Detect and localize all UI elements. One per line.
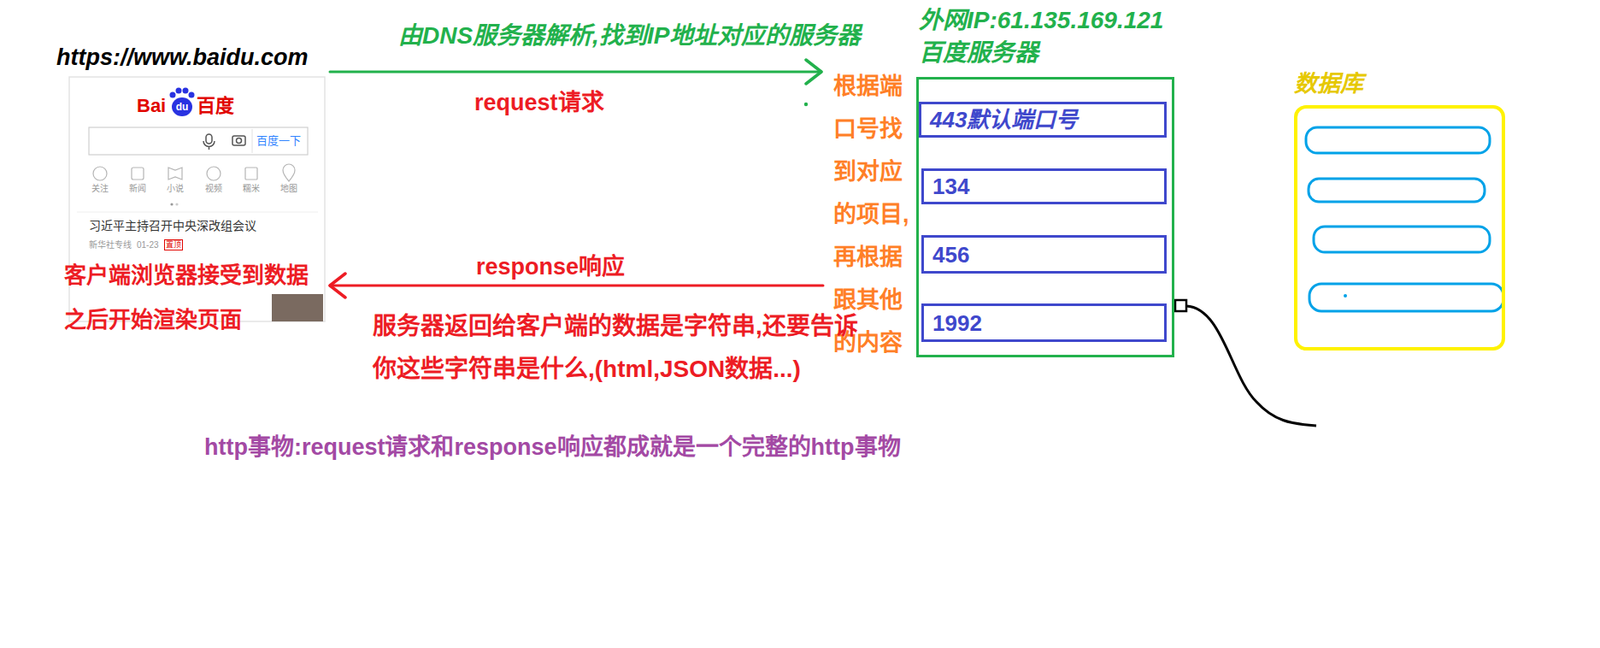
- record-pill: [1313, 226, 1490, 253]
- paw-toe: [176, 88, 183, 95]
- request-arrow: [329, 70, 822, 74]
- mic-body: [205, 134, 212, 144]
- search-button: 百度一下: [256, 133, 301, 149]
- nav-icon: [245, 167, 258, 180]
- nav-label: 小说: [166, 183, 184, 195]
- response-note: 服务器返回给客户端的数据是字符串,还要告诉你这些字符串是什么,(html,JSO…: [372, 305, 871, 391]
- nav-icon: [168, 167, 183, 180]
- port-socket: [1175, 300, 1187, 312]
- logo-text: Bai: [136, 94, 166, 118]
- server-title: 百度服务器: [918, 36, 1039, 70]
- paw-toe: [182, 88, 189, 95]
- record-dot: [1343, 294, 1348, 298]
- response-arrow: [329, 284, 824, 288]
- nav-label: 地图: [280, 183, 298, 195]
- paw-toe: [170, 92, 177, 99]
- server-ip: 外网IP:61.135.169.121: [918, 4, 1164, 37]
- transaction-note: http事物:request请求和response响应都成就是一个完整的http…: [204, 432, 901, 462]
- record-pill: [1309, 283, 1504, 312]
- record-pill: [1308, 178, 1485, 202]
- port-box: 443默认端口号: [918, 101, 1167, 138]
- page-dot: [170, 202, 173, 206]
- client-note: 客户端浏览器接受到数据之后开始渲染页面: [64, 252, 320, 342]
- paw-pad: [171, 97, 193, 117]
- news-separator: [76, 211, 318, 213]
- news-source: 新华社专线: [88, 240, 132, 251]
- paw-toe: [188, 92, 195, 99]
- nav-label: 新闻: [129, 183, 147, 195]
- news-headline: 习近平主持召开中央深改组会议: [88, 218, 257, 233]
- baidu-paw-logo: [170, 88, 195, 118]
- camera-body: [232, 135, 246, 146]
- server-box: 443默认端口号1344561992外网IP:61.135.169.121百度服…: [916, 76, 1175, 358]
- port-label: 456: [932, 241, 970, 269]
- logo-text: 百度: [196, 94, 235, 118]
- logo-text: du: [176, 100, 189, 113]
- url-text: https://www.baidu.com: [56, 42, 309, 72]
- nav-icon: [282, 164, 295, 182]
- database-records: [1305, 127, 1504, 312]
- nav-icon: [206, 166, 221, 181]
- green-dot: [804, 102, 808, 106]
- search-box: [88, 127, 308, 155]
- port-box: 1992: [921, 303, 1167, 342]
- nav-label: 视频: [205, 183, 223, 195]
- dns-note: 由DNS服务器解析,找到IP地址对应的服务器: [398, 21, 861, 51]
- page-dot: [175, 202, 178, 206]
- mic-stand: [203, 141, 215, 150]
- port-box: 456: [921, 235, 1167, 274]
- news-tag: 置顶: [164, 239, 183, 251]
- nav-icon: [131, 167, 144, 180]
- mic-icon: [203, 134, 215, 150]
- nav-label: 关注: [91, 183, 109, 195]
- nav-label: 糯米: [242, 183, 260, 195]
- nav-icon: [93, 166, 107, 181]
- port-label: 443默认端口号: [929, 105, 1078, 134]
- record-pill: [1305, 127, 1490, 153]
- port-box: 134: [921, 168, 1167, 205]
- search-divider: [252, 129, 253, 153]
- edge-label: response响应: [476, 252, 625, 281]
- news-photo: [271, 294, 324, 322]
- news-date: 01-23: [136, 240, 159, 251]
- camera-lens: [236, 138, 242, 144]
- nav-icons: [93, 164, 295, 182]
- camera-icon: [232, 135, 246, 146]
- database-box: 数据库: [1294, 105, 1506, 351]
- port-label: 134: [932, 172, 970, 200]
- database-title: 数据库: [1294, 69, 1364, 99]
- edge-label: request请求: [474, 88, 605, 117]
- port-label: 1992: [932, 309, 983, 337]
